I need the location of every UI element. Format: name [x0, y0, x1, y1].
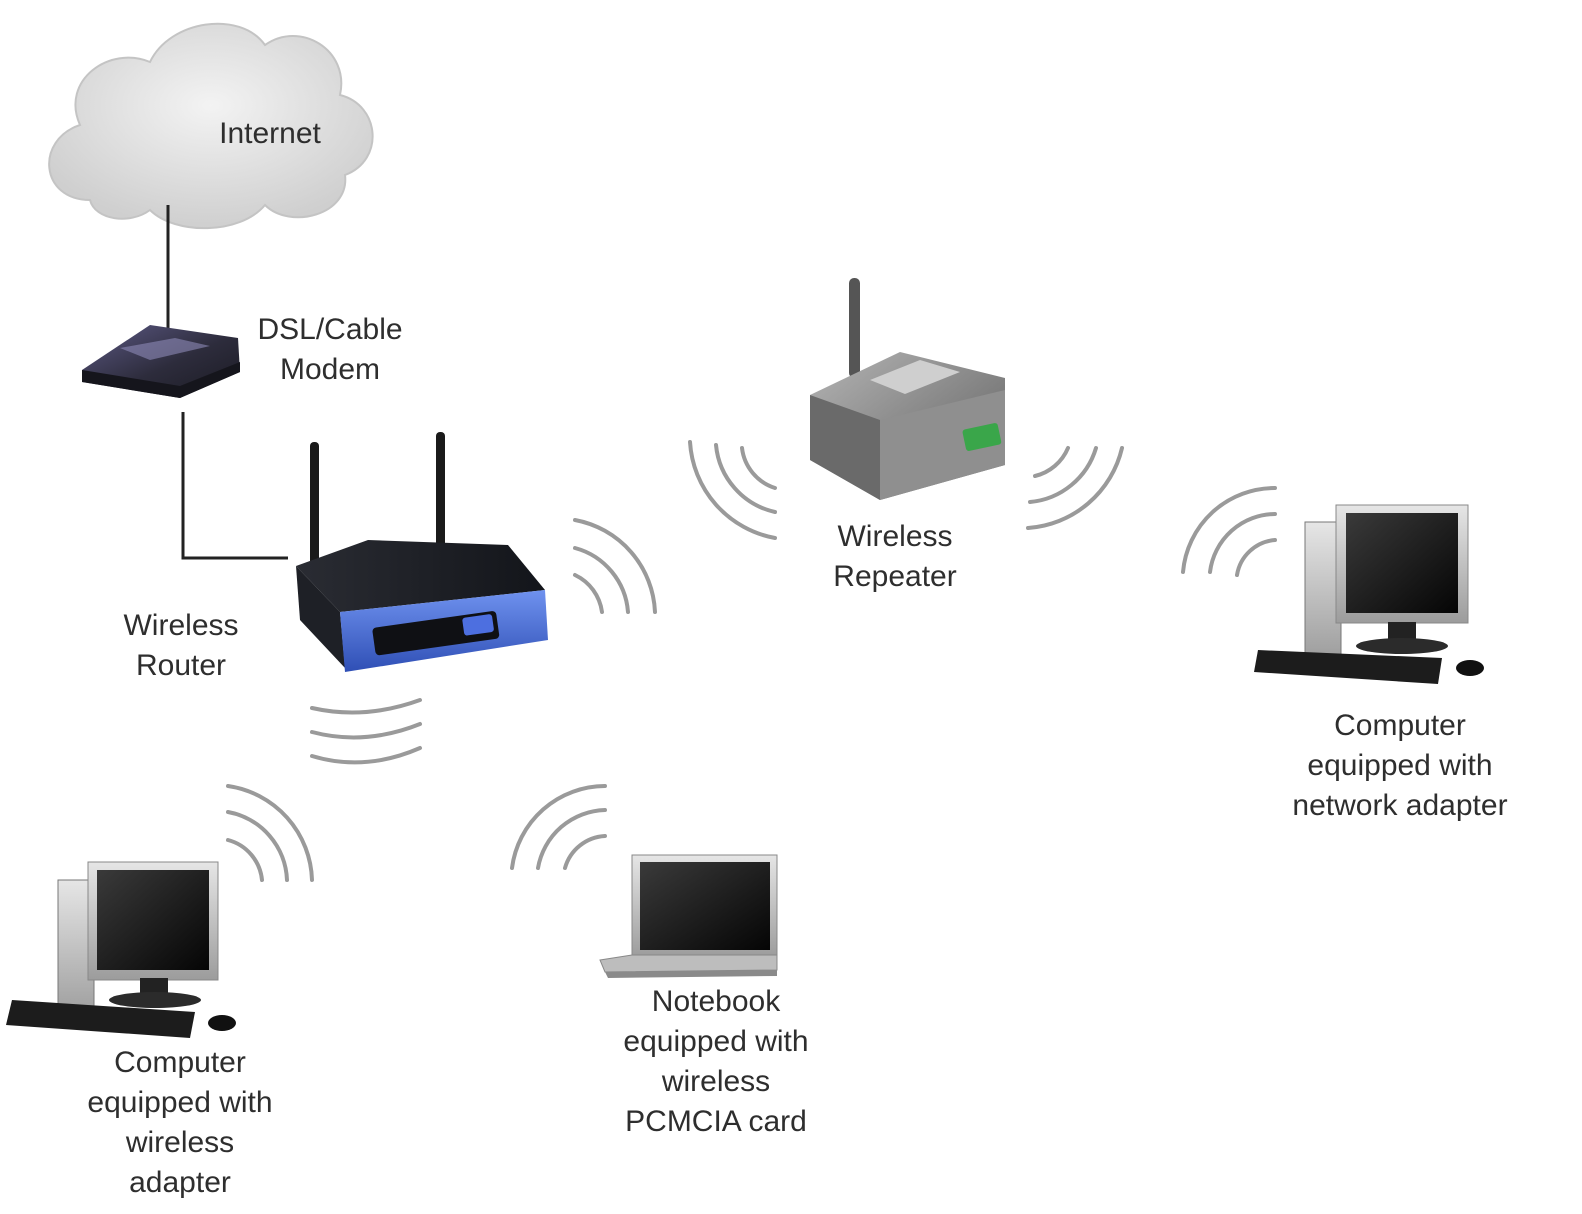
internet-label: Internet: [219, 117, 321, 150]
wireless-repeater-icon: [810, 278, 1005, 500]
computer-left-label: Computer equipped with wireless adapter: [87, 1046, 273, 1199]
router-label: Wireless Router: [123, 609, 239, 682]
computer-left-wave-icon: [226, 784, 314, 882]
desktop-computer-right-icon: [1254, 504, 1484, 684]
internet-cloud-icon: [48, 22, 374, 230]
notebook-laptop-icon: [599, 854, 778, 978]
cable-modem-router: [181, 412, 288, 560]
computer-right-label: Computer equipped with network adapter: [1292, 709, 1508, 822]
modem-icon: [82, 325, 240, 398]
computer-right-wave-icon: [1181, 485, 1277, 577]
cable-lines: [166, 205, 288, 560]
router-right-wave-icon: [573, 518, 657, 614]
notebook-wave-icon: [510, 784, 607, 870]
wireless-router-icon: [296, 432, 548, 672]
wireless-signal-waves: [226, 440, 1277, 882]
desktop-computer-left-icon: [6, 861, 236, 1038]
repeater-right-wave-icon: [1026, 446, 1124, 530]
repeater-label: Wireless Repeater: [833, 520, 957, 593]
repeater-left-wave-icon: [688, 440, 777, 540]
modem-label: DSL/Cable Modem: [257, 313, 403, 386]
router-bottom-wave-icon: [310, 698, 422, 765]
notebook-label: Notebook equipped with wireless PCMCIA c…: [623, 985, 809, 1138]
